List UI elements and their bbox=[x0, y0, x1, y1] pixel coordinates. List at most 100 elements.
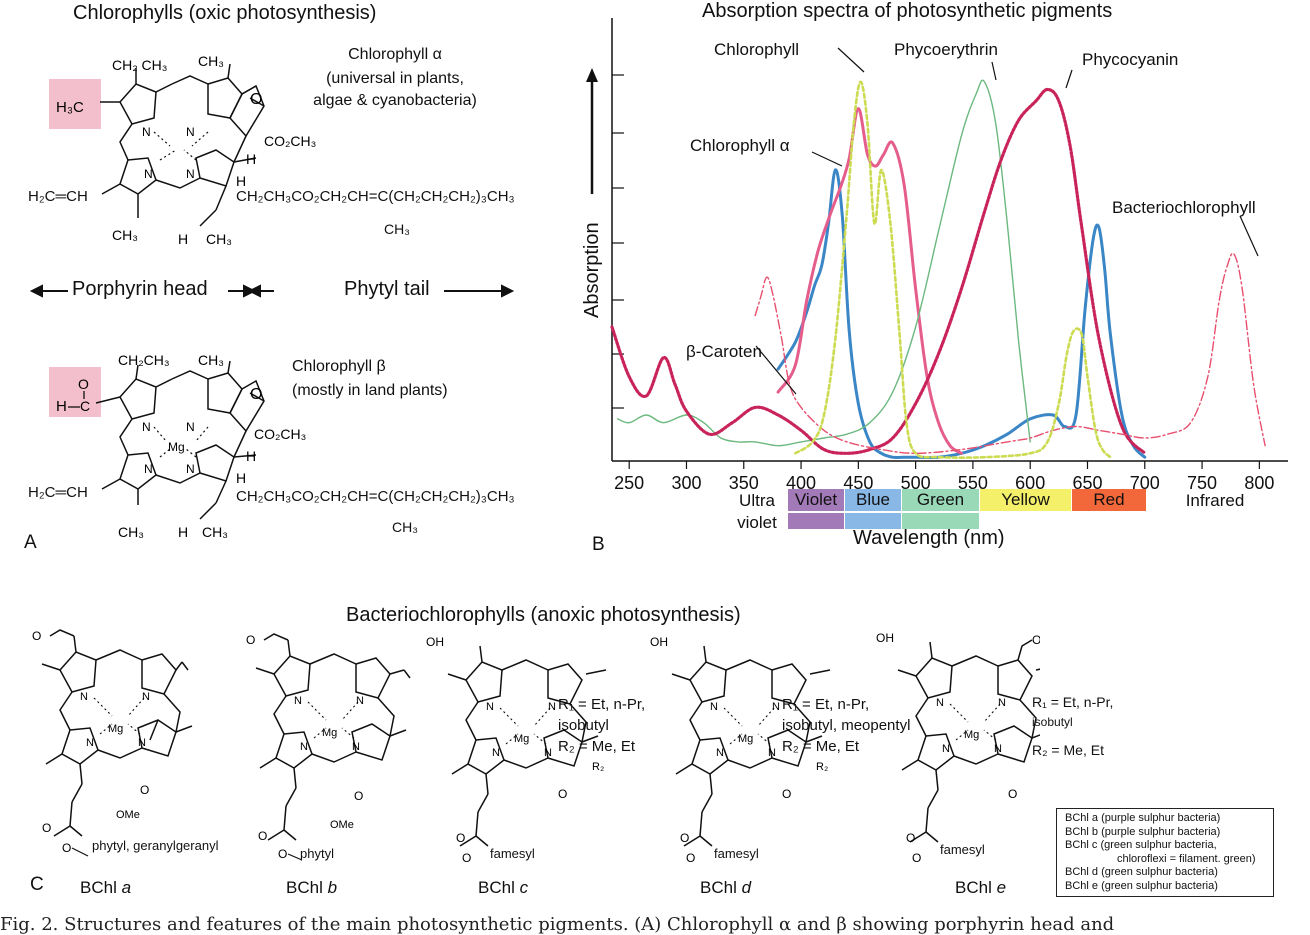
svg-text:O: O bbox=[78, 376, 89, 392]
band-green: Green bbox=[902, 489, 979, 511]
svg-text:N: N bbox=[186, 462, 195, 476]
svg-text:CH₃: CH₃ bbox=[206, 231, 232, 247]
bchl-c-name: BChl c bbox=[478, 878, 529, 897]
legend-item: BChl b (purple sulphur bacteria) bbox=[1065, 825, 1221, 838]
svg-text:N: N bbox=[142, 691, 150, 703]
panel-a-title: Chlorophylls (oxic photosynthesis) bbox=[73, 2, 377, 24]
svg-text:CO₂CH₃: CO₂CH₃ bbox=[254, 426, 306, 442]
svg-text:H: H bbox=[246, 448, 256, 464]
svg-text:N: N bbox=[486, 701, 494, 713]
svg-text:O: O bbox=[278, 847, 287, 861]
chl-a-tail-methyl: CH₃ bbox=[384, 221, 410, 237]
svg-text:O: O bbox=[462, 851, 471, 865]
band-ultraviolet-label: Ultra violet bbox=[737, 491, 777, 532]
series-label-phycocyanin: Phycocyanin bbox=[1082, 50, 1179, 69]
band-blue-strip bbox=[845, 513, 901, 529]
svg-text:N: N bbox=[186, 125, 195, 139]
chl-a-desc-line2: algae & cyanobacteria) bbox=[313, 92, 477, 109]
svg-text:CH₃: CH₃ bbox=[118, 524, 144, 540]
panel-a-letter: A bbox=[24, 532, 37, 553]
chart-title: Absorption spectra of photosynthetic pig… bbox=[702, 0, 1113, 22]
series-line-5 bbox=[794, 80, 1112, 459]
svg-text:N: N bbox=[492, 747, 500, 759]
bchl-e-name: BChl e bbox=[955, 878, 1007, 897]
svg-text:O: O bbox=[906, 831, 915, 845]
svg-text:Mg: Mg bbox=[738, 733, 753, 745]
panel-b-letter: B bbox=[592, 534, 605, 555]
svg-text:N: N bbox=[544, 747, 552, 759]
svg-text:N: N bbox=[80, 691, 88, 703]
svg-text:O: O bbox=[140, 783, 149, 797]
svg-text:OH: OH bbox=[426, 635, 444, 649]
x-tick-label: 450 bbox=[843, 473, 873, 493]
chl-a-tail-formula: CH₂CH₃CO₂CH₂CH=C(CH₂CH₂CH₂)₃CH₃ bbox=[236, 188, 515, 205]
svg-text:N: N bbox=[716, 747, 724, 759]
svg-text:Mg: Mg bbox=[168, 440, 185, 454]
svg-text:O: O bbox=[782, 787, 791, 801]
svg-text:O: O bbox=[246, 633, 255, 647]
band-yellow: Yellow bbox=[980, 489, 1071, 511]
x-tick-label: 700 bbox=[1130, 473, 1160, 493]
svg-text:N: N bbox=[294, 695, 302, 707]
bchl-d-name: BChl d bbox=[700, 878, 752, 897]
svg-text:OMe: OMe bbox=[330, 819, 354, 831]
svg-text:O: O bbox=[258, 829, 267, 843]
series-line-3 bbox=[610, 87, 1147, 455]
band-violet-strip bbox=[788, 513, 844, 529]
svg-text:CO₂CH₃: CO₂CH₃ bbox=[264, 133, 316, 149]
svg-text:H: H bbox=[236, 470, 246, 486]
svg-text:N: N bbox=[772, 701, 780, 713]
svg-text:N: N bbox=[138, 737, 146, 749]
svg-text:H: H bbox=[246, 151, 256, 167]
svg-text:O: O bbox=[558, 787, 567, 801]
legend-item: chloroflexi = filament. green) bbox=[1117, 852, 1256, 865]
svg-text:OMe: OMe bbox=[116, 809, 140, 821]
chlorophyll-a-structure: H₃C N N N N CH₂ CH bbox=[49, 53, 316, 247]
series-line-4 bbox=[754, 252, 1266, 455]
x-tick-label: 750 bbox=[1187, 473, 1217, 493]
chl-a-vinyl: H₂C═CH bbox=[28, 188, 88, 205]
svg-text:N: N bbox=[942, 743, 950, 755]
svg-text:H₃C: H₃C bbox=[56, 99, 84, 116]
bchl-e-tail: famesyl bbox=[940, 842, 985, 857]
chl-b-vinyl: H₂C═CH bbox=[28, 484, 88, 501]
svg-text:OH: OH bbox=[876, 631, 894, 645]
band-blue: Blue bbox=[845, 489, 901, 511]
bchl-a-name: BChl a bbox=[80, 878, 132, 897]
legend-item: BChl a (purple sulphur bacteria) bbox=[1065, 812, 1221, 824]
svg-text:N: N bbox=[548, 701, 556, 713]
x-tick-label: 650 bbox=[1072, 473, 1102, 493]
svg-text:H: H bbox=[56, 398, 67, 415]
chl-b-tail-methyl: CH₃ bbox=[392, 519, 418, 535]
x-tick-label: 350 bbox=[729, 473, 759, 493]
band-violet: Violet bbox=[788, 489, 844, 511]
svg-text:O: O bbox=[1032, 633, 1040, 647]
svg-text:O: O bbox=[456, 831, 465, 845]
bchl-b-name: BChl b bbox=[286, 878, 338, 897]
x-tick-label: 600 bbox=[1015, 473, 1045, 493]
x-tick-label: 550 bbox=[958, 473, 988, 493]
svg-text:R₂: R₂ bbox=[592, 761, 604, 773]
porphyrin-head-label: Porphyrin head bbox=[72, 278, 208, 300]
series-line-0 bbox=[776, 168, 1147, 459]
chl-b-label: Chlorophyll β bbox=[292, 358, 386, 375]
panel-c-letter: C bbox=[30, 874, 44, 895]
chl-b-desc: (mostly in land plants) bbox=[292, 382, 448, 399]
svg-text:N: N bbox=[142, 420, 151, 434]
chl-b-tail-formula: CH₂CH₃CO₂CH₂CH=C(CH₂CH₂CH₂)₃CH₃ bbox=[236, 488, 515, 505]
svg-text:CH₃: CH₃ bbox=[198, 352, 224, 368]
svg-text:O: O bbox=[250, 386, 262, 403]
svg-text:O: O bbox=[42, 821, 51, 835]
svg-text:O: O bbox=[686, 851, 695, 865]
x-tick-label: 400 bbox=[786, 473, 816, 493]
svg-text:Mg: Mg bbox=[322, 727, 337, 739]
legend-item: BChl d (green sulphur bacteria) bbox=[1065, 866, 1218, 878]
series-label-phycoerythrin: Phycoerythrin bbox=[894, 40, 998, 59]
x-tick-label: 300 bbox=[671, 473, 701, 493]
svg-text:N: N bbox=[144, 167, 153, 181]
svg-text:H: H bbox=[236, 173, 246, 189]
band-green-strip bbox=[902, 513, 979, 529]
svg-text:N: N bbox=[356, 695, 364, 707]
svg-text:N: N bbox=[998, 697, 1006, 709]
